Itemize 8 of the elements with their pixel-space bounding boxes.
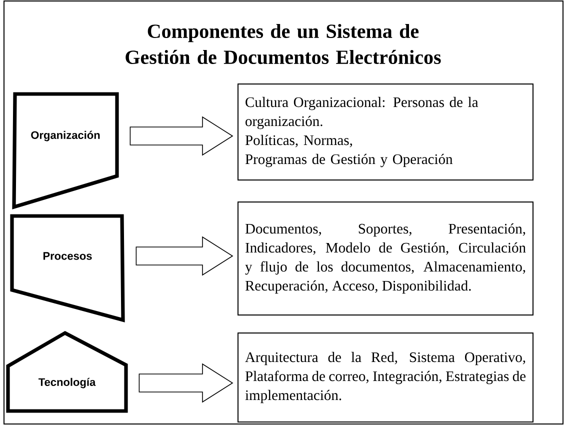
title: Componentes de un Sistema de Gestión de Documentos Electrónicos xyxy=(126,24,441,64)
text-box: Arquitectura de la Red, Sistema Operativo, Plataforma de correo, Integración, Estrategias de implementación. xyxy=(238,332,534,422)
trapezoid-box: Procesos xyxy=(10,214,125,322)
text-box: Cultura Organizacional: Personas de la organización. Políticas, Normas, Programas de Gestión y Operación xyxy=(238,84,534,180)
block-arrow xyxy=(130,116,234,156)
text-box: Documentos, Soportes, Presentación, Indicadores, Modelo de Gestión, Circulación y flujo de los documentos, Almacenamiento, Recuperación, Acceso, Disponibilidad. xyxy=(238,202,534,316)
block-arrow xyxy=(138,363,234,403)
block-arrow xyxy=(136,236,234,276)
